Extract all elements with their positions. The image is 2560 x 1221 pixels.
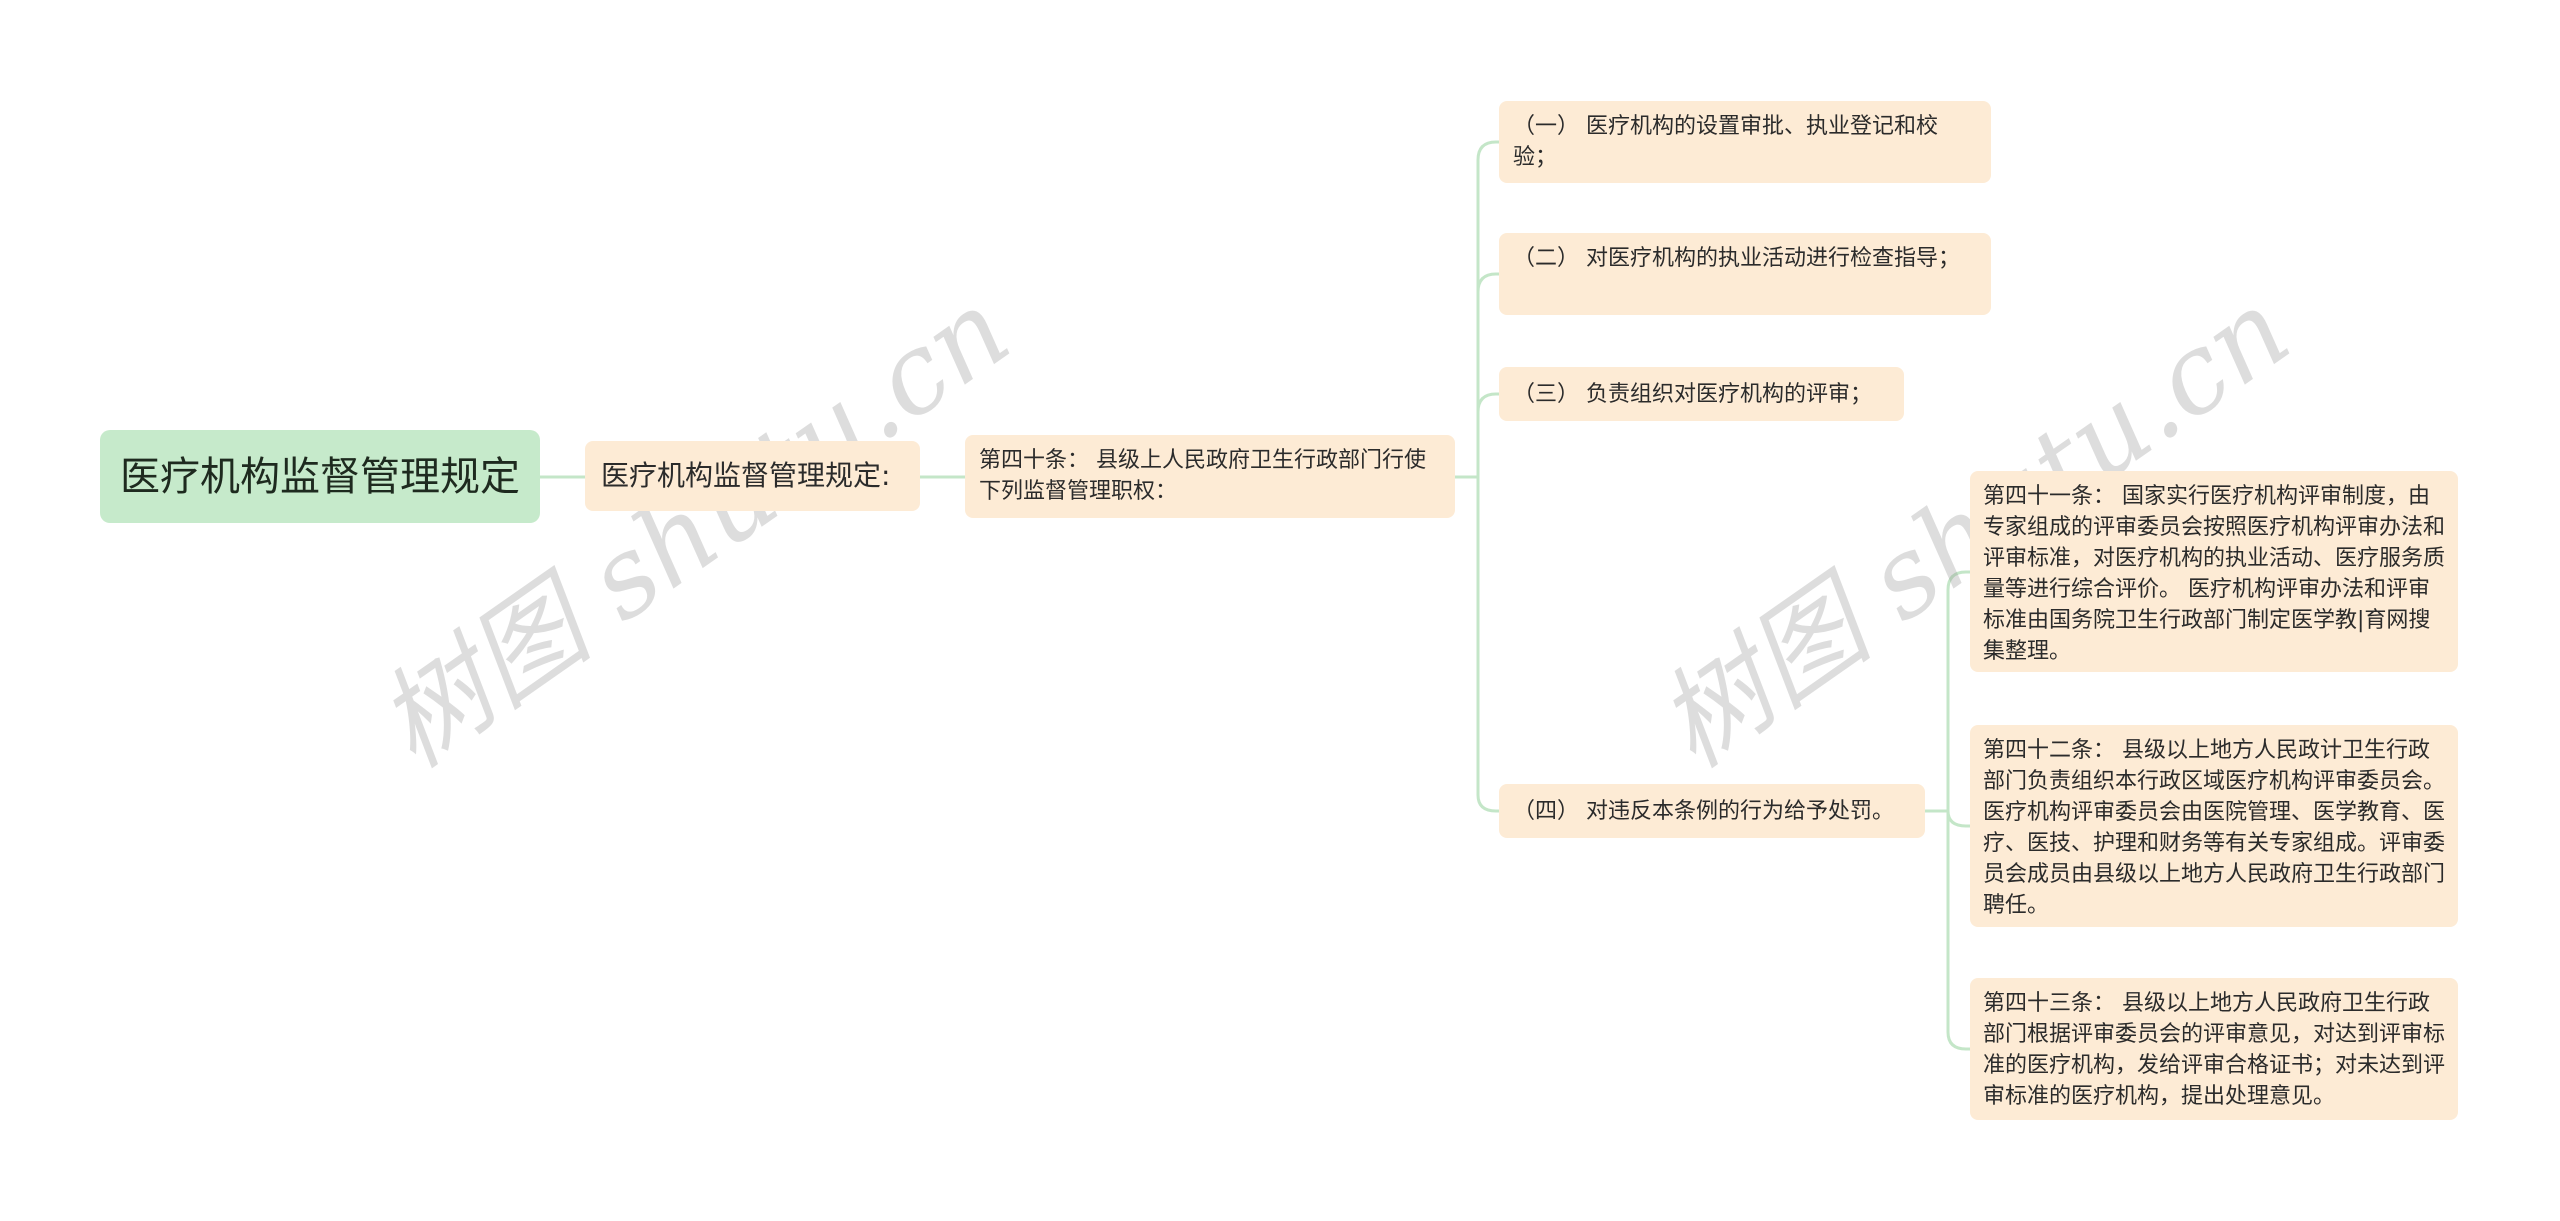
topic-article-40[interactable]: 第四十条： 县级上人民政府卫生行政部门行使下列监督管理职权：	[965, 435, 1455, 518]
subtopic-label: 医疗机构监督管理规定:	[601, 459, 891, 492]
duty-3-label: （三） 负责组织对医疗机构的评审；	[1513, 381, 1872, 407]
article-42-label: 第四十二条： 县级以上地方人民政计卫生行政部门负责组织本行政区域医疗机构评审委员…	[1983, 738, 2446, 918]
root-topic[interactable]: 医疗机构监督管理规定	[100, 430, 540, 523]
topic-duty-2[interactable]: （二） 对医疗机构的执业活动进行检查指导；	[1499, 233, 1991, 315]
duty-4-label: （四） 对违反本条例的行为给予处罚。	[1513, 798, 1894, 824]
topic-duty-3[interactable]: （三） 负责组织对医疗机构的评审；	[1499, 367, 1904, 421]
subtopic-regulation[interactable]: 医疗机构监督管理规定:	[585, 441, 920, 511]
article-43-label: 第四十三条： 县级以上地方人民政府卫生行政部门根据评审委员会的评审意见，对达到评…	[1983, 991, 2446, 1109]
duty-1-label: （一） 医疗机构的设置审批、执业登记和校验；	[1513, 114, 1938, 170]
root-topic-label: 医疗机构监督管理规定	[120, 453, 520, 500]
topic-article-41[interactable]: 第四十一条： 国家实行医疗机构评审制度，由专家组成的评审委员会按照医疗机构评审办…	[1970, 471, 2458, 672]
article-40-label: 第四十条： 县级上人民政府卫生行政部门行使下列监督管理职权：	[979, 448, 1426, 504]
topic-article-43[interactable]: 第四十三条： 县级以上地方人民政府卫生行政部门根据评审委员会的评审意见，对达到评…	[1970, 978, 2458, 1120]
topic-article-42[interactable]: 第四十二条： 县级以上地方人民政计卫生行政部门负责组织本行政区域医疗机构评审委员…	[1970, 725, 2458, 927]
duty-2-label: （二） 对医疗机构的执业活动进行检查指导；	[1513, 246, 1960, 271]
topic-duty-4[interactable]: （四） 对违反本条例的行为给予处罚。	[1499, 784, 1925, 838]
article-41-label: 第四十一条： 国家实行医疗机构评审制度，由专家组成的评审委员会按照医疗机构评审办…	[1983, 484, 2446, 664]
topic-duty-1[interactable]: （一） 医疗机构的设置审批、执业登记和校验；	[1499, 101, 1991, 183]
